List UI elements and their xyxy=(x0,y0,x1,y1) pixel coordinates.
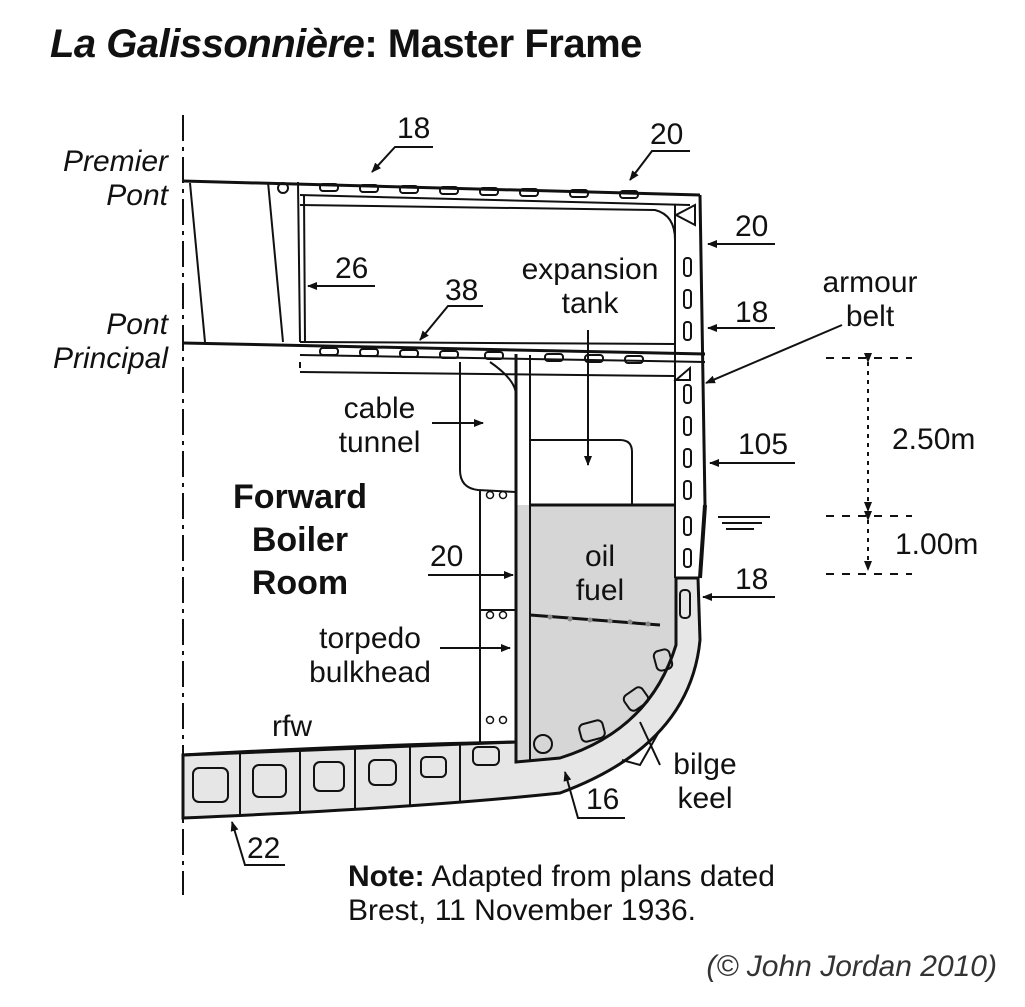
armour-line2: belt xyxy=(845,300,895,333)
torpedo-line1: torpedo xyxy=(319,622,421,655)
thickness-torpedo: 20 xyxy=(430,540,464,573)
expansion-line1: expansion xyxy=(521,253,659,286)
dimension-upper: 2.50m xyxy=(892,423,976,456)
waterline-symbol xyxy=(718,516,770,530)
thickness-belt: 105 xyxy=(738,428,789,461)
thickness-side-mid: 18 xyxy=(735,296,769,329)
expansion-tank xyxy=(530,439,633,505)
premier-line1: Premier xyxy=(62,145,168,178)
thickness-deck1-a: 18 xyxy=(397,112,431,145)
dimension-lines xyxy=(826,353,912,575)
dimension-lower: 1.00m xyxy=(895,528,979,561)
rfw-label: rfw xyxy=(272,710,312,743)
boiler-line1: Forward xyxy=(232,478,368,516)
cable-line2: tunnel xyxy=(338,426,421,459)
pont-principal-label: Pont Principal xyxy=(10,308,168,376)
bottom-lightening-holes xyxy=(192,589,691,803)
note-label: Note: xyxy=(348,860,425,893)
premier-line2: Pont xyxy=(106,179,168,212)
bilge-line2: keel xyxy=(677,782,733,815)
expansion-line2: tank xyxy=(561,287,619,320)
thickness-bottom-outer: 16 xyxy=(586,783,620,816)
oil-fuel-label: oil fuel xyxy=(560,540,640,608)
copyright: (© John Jordan 2010) xyxy=(706,950,997,983)
armour-belt-label: armour belt xyxy=(805,266,935,334)
side-lightening-holes xyxy=(673,203,696,568)
principal-line2: Principal xyxy=(52,342,168,375)
principal-line1: Pont xyxy=(106,308,168,341)
boiler-line2: Boiler xyxy=(251,521,349,559)
oil-line2: fuel xyxy=(575,574,625,607)
cable-tunnel-label: cable tunnel xyxy=(322,392,437,460)
premier-pont-label: Premier Pont xyxy=(22,145,168,213)
forward-boiler-room-label: Forward Boiler Room xyxy=(200,476,400,605)
note: Note: Adapted from plans dated Brest, 11… xyxy=(348,860,775,928)
thickness-bulkhead-upper: 26 xyxy=(335,252,369,285)
rivet-row xyxy=(547,614,651,627)
ship-name: La Galissonnière xyxy=(50,22,365,66)
oil-line1: oil xyxy=(584,540,615,573)
bilge-line1: bilge xyxy=(673,748,737,781)
thickness-deck1-b: 20 xyxy=(650,118,684,151)
double-bottom xyxy=(181,576,702,820)
note-line2: Brest, 11 November 1936. xyxy=(348,894,696,927)
title-rest: : Master Frame xyxy=(364,22,642,66)
boiler-line3: Room xyxy=(251,564,349,602)
thickness-deck2: 38 xyxy=(445,274,479,307)
bilge-keel-label: bilge keel xyxy=(660,748,750,816)
bilge-keel xyxy=(621,729,661,767)
expansion-tank-label: expansion tank xyxy=(505,253,675,321)
cable-tunnel xyxy=(459,362,517,493)
diagram-title: La Galissonnière: Master Frame xyxy=(50,22,642,67)
torpedo-line2: bulkhead xyxy=(309,656,431,689)
cable-line1: cable xyxy=(343,392,416,425)
thickness-side-upper: 20 xyxy=(735,210,769,243)
thickness-side-lower: 18 xyxy=(735,563,769,596)
thickness-bottom-inner: 22 xyxy=(247,832,281,865)
armour-line1: armour xyxy=(822,266,918,299)
deck-lightening-holes-upper xyxy=(277,182,644,364)
note-line1: Adapted from plans dated xyxy=(424,860,775,893)
torpedo-bulkhead-label: torpedo bulkhead xyxy=(295,622,445,690)
